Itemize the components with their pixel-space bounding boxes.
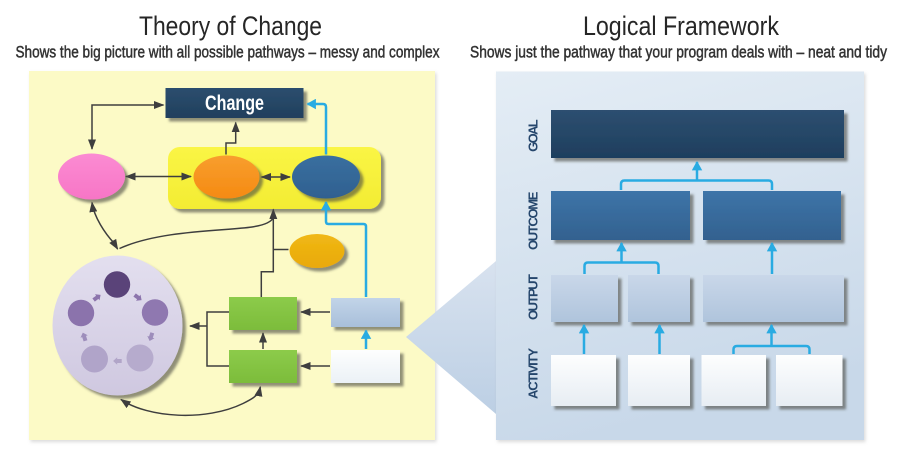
svg-text:Shows just the pathway that yo: Shows just the pathway that your program… bbox=[470, 43, 887, 62]
svg-text:ACTIVITY: ACTIVITY bbox=[526, 348, 541, 399]
svg-text:Shows the big picture with all: Shows the big picture with all possible … bbox=[16, 43, 440, 62]
svg-text:Logical Framework: Logical Framework bbox=[583, 11, 779, 41]
svg-text:Change: Change bbox=[205, 92, 264, 115]
svg-text:GOAL: GOAL bbox=[526, 119, 541, 152]
svg-text:Theory of Change: Theory of Change bbox=[139, 11, 322, 41]
svg-text:OUTCOME: OUTCOME bbox=[526, 191, 541, 250]
svg-text:OUTPUT: OUTPUT bbox=[526, 274, 541, 320]
